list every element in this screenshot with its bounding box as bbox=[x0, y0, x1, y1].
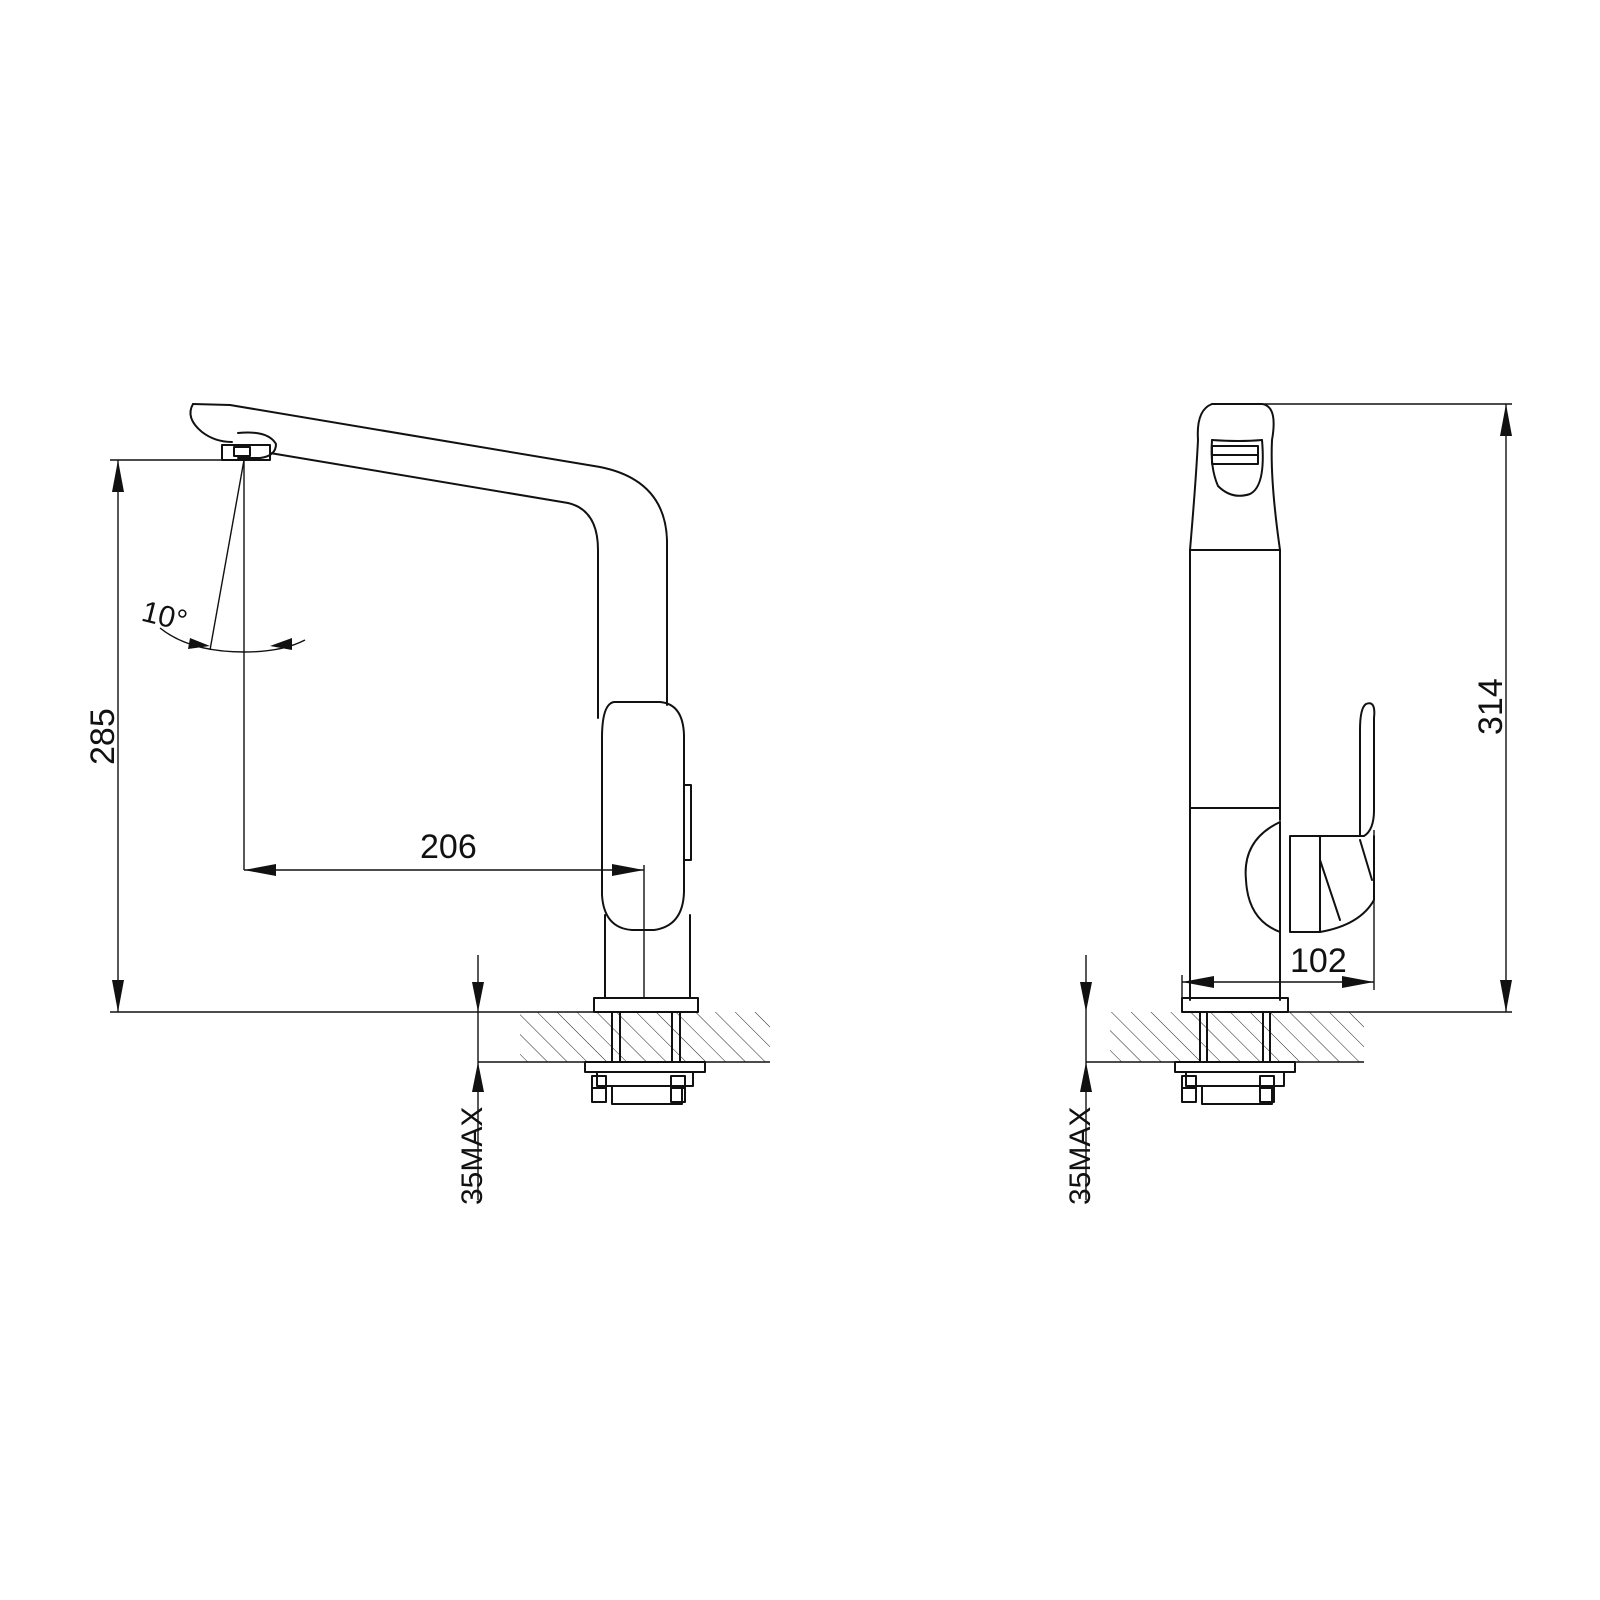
side-base-plate bbox=[1181, 997, 1289, 1013]
swivel-angle-label: 10° bbox=[138, 595, 190, 638]
side-countertop-hatch bbox=[1110, 1012, 1364, 1062]
front-base-plate bbox=[593, 997, 699, 1013]
front-deck-thickness-label: 35MAX bbox=[456, 1107, 489, 1205]
side-washer bbox=[1174, 1061, 1296, 1073]
front-washer bbox=[584, 1061, 706, 1073]
front-countertop-hatch bbox=[520, 1012, 770, 1062]
front-aerator bbox=[221, 444, 271, 461]
side-deck-thickness-label: 35MAX bbox=[1064, 1107, 1097, 1205]
depth-dimension-label: 102 bbox=[1290, 942, 1347, 980]
reach-dimension-label: 206 bbox=[420, 828, 477, 866]
side-view: 102 314 35MAX bbox=[1064, 403, 1512, 1205]
front-deck-dimension: 35MAX bbox=[456, 955, 520, 1205]
front-lever-handle bbox=[601, 701, 685, 931]
front-swivel-indicator: 10° bbox=[138, 459, 306, 870]
front-faucet-body bbox=[189, 403, 706, 1105]
side-lever-handle bbox=[1319, 702, 1376, 837]
front-nut bbox=[611, 1085, 683, 1105]
side-nut bbox=[1201, 1085, 1273, 1105]
side-deck-dimension: 35MAX bbox=[1064, 955, 1110, 1205]
side-cartridge bbox=[1244, 821, 1281, 933]
side-faucet-body bbox=[1174, 403, 1376, 1105]
front-height-dimension: 285 bbox=[84, 459, 594, 1013]
front-view: 10° 206 285 35MAX bbox=[84, 403, 770, 1205]
front-reach-dimension: 206 bbox=[244, 828, 645, 998]
total-height-dimension-label: 314 bbox=[1472, 678, 1510, 735]
side-depth-dimension: 102 bbox=[1181, 830, 1375, 998]
side-height-dimension: 314 bbox=[1262, 403, 1512, 1013]
height-dimension-label: 285 bbox=[84, 708, 122, 765]
